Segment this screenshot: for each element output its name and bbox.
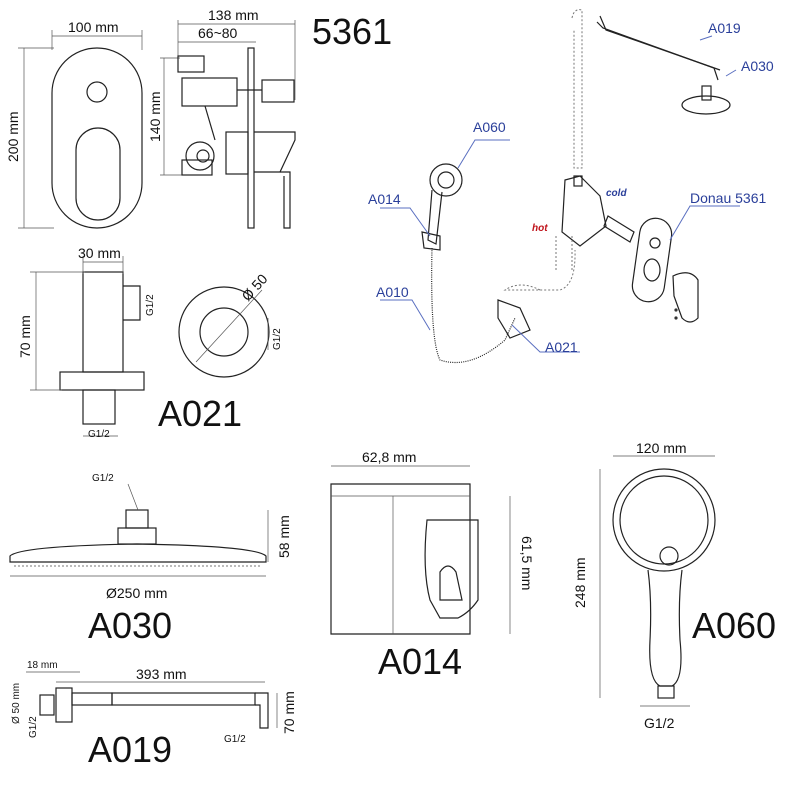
- a019-diameter: Ø 50 mm: [11, 683, 22, 724]
- a019-drop: 70 mm: [281, 691, 297, 734]
- a021-thread-bottom: G1/2: [88, 429, 110, 440]
- callout-a019: A019: [708, 20, 741, 36]
- label-hot: hot: [532, 223, 548, 234]
- a014-height: 61,5 mm: [519, 536, 535, 590]
- a014-width: 62,8 mm: [362, 449, 416, 465]
- mixer-front-view: [18, 30, 143, 229]
- dim-height-200: 200 mm: [5, 111, 21, 162]
- a030-diameter: Ø250 mm: [106, 585, 167, 601]
- a019-flange: 18 mm: [27, 660, 58, 671]
- a060-width: 120 mm: [636, 440, 687, 456]
- a060-length: 248 mm: [572, 557, 588, 608]
- a060-title: A060: [692, 605, 776, 646]
- callout-a021: A021: [545, 339, 578, 355]
- a019-length: 393 mm: [136, 666, 187, 682]
- a019-thread-right: G1/2: [224, 734, 246, 745]
- callout-donau-5361: Donau 5361: [690, 190, 767, 206]
- a021-drawing: [30, 256, 270, 437]
- a030-thread: G1/2: [92, 473, 114, 484]
- callout-a030: A030: [741, 58, 774, 74]
- a021-width: 30 mm: [78, 245, 121, 261]
- a021-thread-side: G1/2: [145, 294, 156, 316]
- mixer-side-view: [160, 20, 296, 229]
- a019-thread-left: G1/2: [28, 716, 39, 738]
- callout-a014: A014: [368, 191, 401, 207]
- a030-height: 58 mm: [276, 515, 292, 558]
- a014-drawing: [330, 465, 511, 635]
- dim-body-height-140: 140 mm: [147, 91, 163, 142]
- dim-width-100: 100 mm: [68, 19, 119, 35]
- a021-height: 70 mm: [17, 315, 33, 358]
- label-cold: cold: [606, 188, 627, 199]
- a060-thread: G1/2: [644, 715, 675, 731]
- a019-title: A019: [88, 729, 172, 770]
- a021-diameter: Ø 50: [238, 271, 270, 304]
- a060-drawing: [599, 455, 716, 707]
- callout-a010: A010: [376, 284, 409, 300]
- a030-title: A030: [88, 605, 172, 646]
- a014-title: A014: [378, 641, 462, 682]
- a030-drawing: [9, 483, 269, 577]
- a021-thread-right: G1/2: [272, 328, 283, 350]
- dim-depth-138: 138 mm: [208, 7, 259, 23]
- a021-title: A021: [158, 393, 242, 434]
- a019-drawing: [26, 671, 278, 729]
- exploded-view: [380, 9, 740, 364]
- callout-a060: A060: [473, 119, 506, 135]
- dim-install-depth: 66~80: [198, 25, 238, 41]
- model-title-5361: 5361: [312, 11, 392, 52]
